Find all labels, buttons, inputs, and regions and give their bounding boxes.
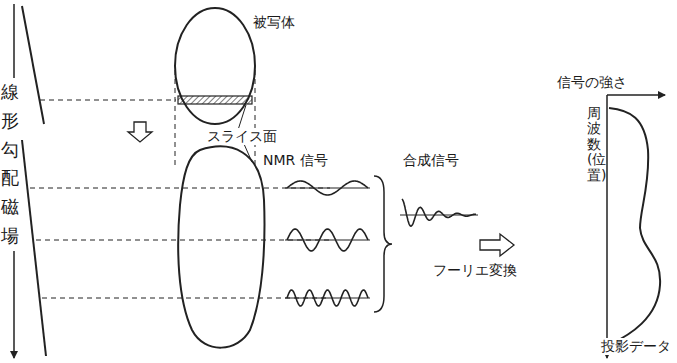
projection-label: 投影データ [600,338,672,355]
nmr-signal-label: NMR 信号 [262,152,329,169]
gradient-label: 線形勾配磁場 [0,78,20,251]
frequency-label: 周波数(位置) [586,106,602,183]
composite-signal-label: 合成信号 [402,152,460,169]
fourier-label: フーリエ変換 [432,262,518,279]
slice-label: スライス面 [206,128,278,145]
intensity-label: 信号の強さ [556,74,628,91]
object-label: 被写体 [252,14,296,31]
